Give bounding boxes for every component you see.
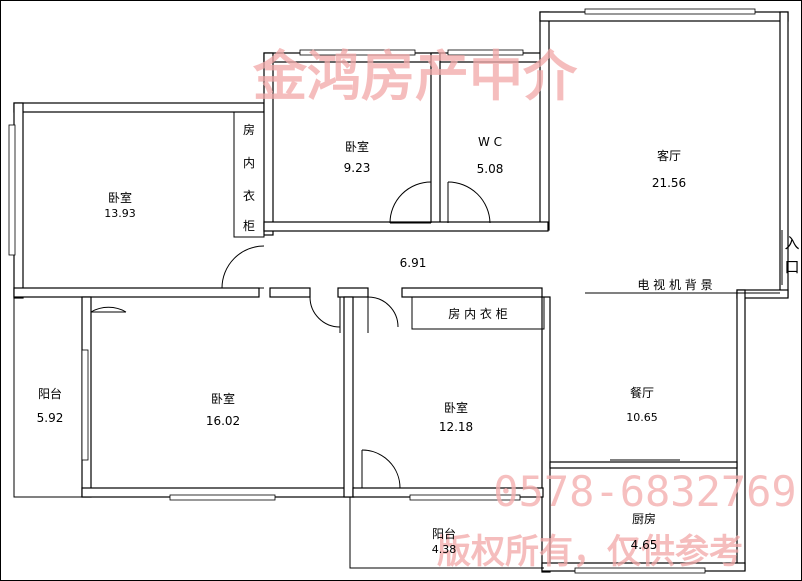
tv-wall-label: 电 视 机 背 景 (637, 277, 712, 292)
room-name: 餐厅 (630, 385, 654, 400)
windows (8, 8, 756, 574)
room-dining: 餐厅 10.65 (626, 385, 658, 424)
thin-lines (13, 111, 780, 569)
room-area: 5.92 (37, 411, 64, 425)
room-top-bedroom: 卧室 9.23 (344, 139, 371, 175)
room-area: 4.38 (432, 543, 457, 556)
room-name: 卧室 (345, 139, 369, 154)
room-west-balcony: 阳台 5.92 (37, 386, 64, 425)
room-name: 阳台 (432, 526, 456, 541)
room-wc: W C 5.08 (477, 135, 504, 176)
room-area: 9.23 (344, 161, 371, 175)
room-area: 10.65 (626, 411, 658, 424)
room-nw-bedroom: 卧室 13.93 (104, 190, 136, 220)
closet-char: 柜 (243, 219, 255, 233)
room-name: 卧室 (444, 400, 468, 415)
room-area: 12.18 (439, 420, 473, 434)
room-area: 21.56 (652, 176, 686, 190)
room-name: W C (478, 135, 502, 149)
closet-char: 衣 (243, 188, 255, 203)
watermark-phone: 0578-6832769 (493, 467, 796, 516)
room-s-bedroom: 卧室 12.18 (439, 400, 473, 434)
room-sw-bedroom: 卧室 16.02 (206, 391, 240, 428)
room-kitchen: 厨房 4.65 (631, 511, 658, 552)
room-area: 5.08 (477, 162, 504, 176)
entrance-char: 口 (784, 258, 799, 276)
room-name: 厨房 (632, 511, 656, 526)
room-name: 卧室 (108, 190, 132, 205)
entrance-label: 入 口 (784, 234, 799, 276)
closet-char: 房 (243, 122, 255, 137)
room-south-balcony: 阳台 4.38 (432, 526, 457, 556)
room-area: 13.93 (104, 207, 136, 220)
entrance-char: 入 (784, 234, 799, 252)
watermark-copyright: 版权所有，仅供参考 (437, 532, 743, 572)
room-area: 6.91 (400, 256, 427, 270)
closet-char: 内 (243, 156, 255, 170)
room-area: 4.65 (631, 538, 658, 552)
room-hall: 6.91 (400, 256, 427, 270)
closet-horizontal-label: 房 内 衣 柜 (448, 306, 507, 321)
closet-vertical-label: 房 内 衣 柜 (243, 122, 255, 233)
room-area: 16.02 (206, 414, 240, 428)
watermark-company: 金鸿房产中介 (252, 44, 578, 108)
room-name: 阳台 (38, 386, 62, 401)
room-name: 客厅 (657, 148, 681, 163)
doors (90, 181, 783, 489)
room-name: 卧室 (211, 391, 235, 406)
room-living: 客厅 21.56 (652, 148, 686, 190)
